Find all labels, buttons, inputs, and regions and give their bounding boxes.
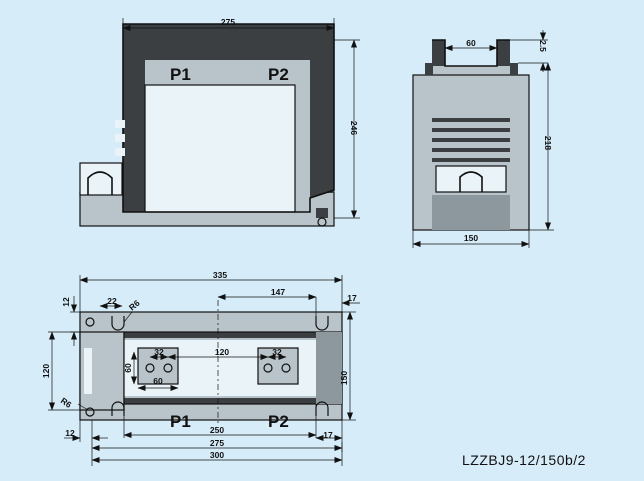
dim-front-height: 246 [349, 121, 359, 135]
plan-p2-label: P2 [268, 412, 289, 431]
earth-bolt-icon [316, 208, 328, 218]
model-designation: LZZBJ9-12/150b/2 [462, 452, 586, 468]
dim-plan-12-top: 12 [61, 297, 71, 307]
dim-plan-17-top: 17 [347, 293, 357, 303]
dim-plan-60-vertical: 60 [123, 363, 133, 373]
dim-plan-overall: 335 [213, 270, 227, 280]
dim-plan-250: 250 [210, 425, 224, 435]
dim-plan-300: 300 [210, 450, 224, 460]
side-view: 60 2.5 218 150 [412, 30, 554, 248]
dim-plan-150: 150 [339, 371, 349, 385]
dim-plan-r6-top: R6 [127, 298, 142, 313]
dim-side-height: 218 [543, 136, 553, 150]
dim-plan-120-vertical: 120 [41, 364, 51, 378]
side-terminal-arch-icon [459, 171, 483, 192]
terminal-arch-icon [87, 171, 113, 195]
dim-plan-120-centers: 120 [215, 347, 229, 357]
dim-plan-r6-bottom: R6 [59, 395, 74, 410]
front-view: P1 P2 275 246 [79, 17, 360, 227]
dim-side-top-width: 60 [466, 38, 476, 48]
dim-side-width: 150 [464, 233, 478, 243]
plan-p1-label: P1 [170, 412, 191, 431]
dim-plan-147: 147 [271, 287, 285, 297]
front-p2-label: P2 [268, 65, 289, 84]
plan-view: P1 P2 335 147 17 12 22 R6 120 60 32 60 1… [41, 270, 360, 466]
front-body-frame [123, 24, 334, 198]
dim-plan-17-bottom: 17 [323, 430, 333, 440]
dim-plan-275: 275 [210, 438, 224, 448]
front-p1-label: P1 [170, 65, 191, 84]
dim-side-gap: 2.5 [538, 40, 548, 52]
dim-plan-60-holes: 60 [153, 376, 163, 386]
mount-hole-icon [85, 317, 95, 327]
front-terminal-box [80, 163, 122, 195]
dim-plan-32-left: 32 [154, 347, 164, 357]
dim-front-width: 275 [221, 17, 235, 27]
dim-plan-32-right: 32 [272, 347, 282, 357]
dim-plan-12-bottom: 12 [65, 428, 75, 438]
side-ribs [432, 118, 510, 162]
dim-plan-slot: 22 [107, 296, 117, 306]
